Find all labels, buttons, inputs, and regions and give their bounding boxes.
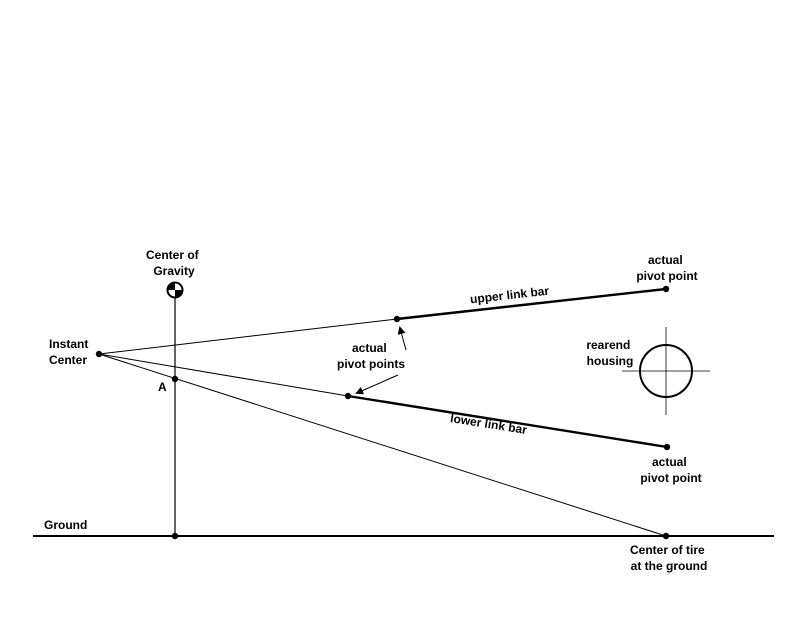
- center-of-gravity-label: Center of Gravity: [146, 248, 202, 278]
- upper-actual-pivot-point-label: actual pivot point: [636, 253, 697, 283]
- instant-center-to-tire-line: [98, 353, 667, 537]
- instant-center-label: Instant Center: [49, 337, 92, 367]
- lower-actual-pivot-point-label: actual pivot point: [640, 455, 701, 485]
- instant-center-to-upper-pivot-line: [98, 318, 398, 355]
- rearend-housing-icon: [622, 327, 710, 415]
- point-a-label: A: [158, 380, 167, 394]
- upper-front-pivot-point: [393, 315, 401, 323]
- lower-link-bar-label: lower link bar: [449, 411, 528, 437]
- instant-center-to-lower-pivot-line: [98, 353, 349, 397]
- actual-pivot-points-label: actual pivot points: [337, 341, 405, 371]
- rearend-housing-label: rearend housing: [586, 338, 633, 368]
- instant-center-point: [95, 350, 103, 358]
- upper-rear-pivot-point: [662, 285, 670, 293]
- arrow-to-upper-pivot: [397, 326, 407, 351]
- lower-rear-pivot-point: [663, 443, 671, 451]
- center-of-tire-label: Center of tire at the ground: [630, 543, 708, 573]
- center-of-gravity-icon: [166, 281, 184, 299]
- lower-front-pivot-point: [344, 392, 352, 400]
- point-a: [171, 375, 179, 383]
- cg-ground-point: [171, 532, 179, 540]
- upper-link-bar: [396, 287, 667, 321]
- lower-link-bar: [347, 394, 668, 449]
- ground-label: Ground: [44, 518, 87, 532]
- arrow-to-lower-pivot: [355, 374, 399, 395]
- tire-contact-point: [662, 532, 670, 540]
